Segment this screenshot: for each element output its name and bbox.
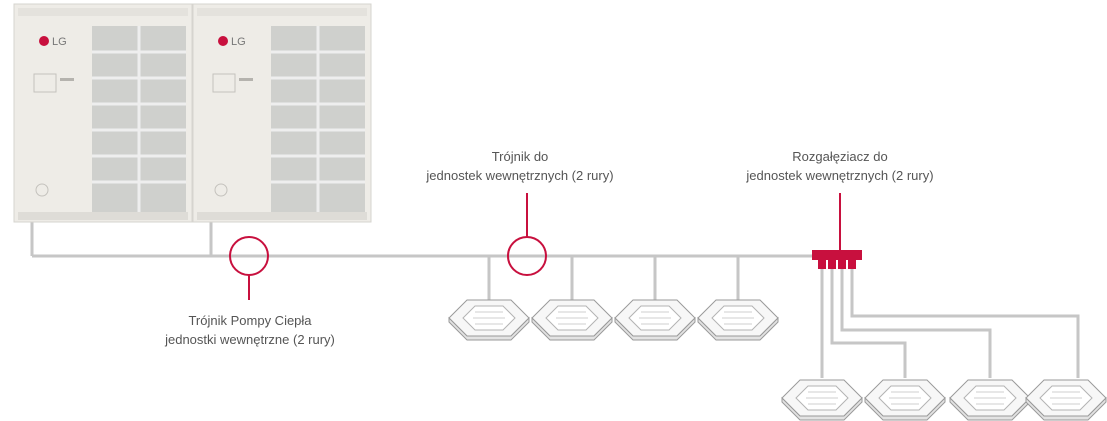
indoor-tee-label-line1: Trójnik do [491, 149, 549, 164]
brand-logo: LG [231, 36, 246, 48]
brand-logo: LG [52, 36, 67, 48]
indoor-tee-label: Trójnik do jednostek wewnętrznych (2 rur… [380, 147, 660, 185]
indoor-unit-icon [864, 379, 946, 421]
indoor-unit-icon [781, 379, 863, 421]
heat-pump-tee-label: Trójnik Pompy Ciepła jednostki wewnętrzn… [120, 311, 380, 349]
heat-pump-tee-label-line2: jednostki wewnętrzne (2 rury) [165, 332, 335, 347]
distributor-label-line1: Rozgałęziacz do [792, 149, 888, 164]
indoor-tee-label-line2: jednostek wewnętrznych (2 rury) [426, 168, 614, 183]
distributor-label: Rozgałęziacz do jednostek wewnętrznych (… [700, 147, 980, 185]
indoor-unit-icon [531, 299, 613, 341]
branch-distributor [812, 250, 862, 269]
outdoor-unit: LG [12, 2, 194, 224]
heat-pump-tee-label-line1: Trójnik Pompy Ciepła [188, 313, 312, 328]
dist-pipe-4 [850, 268, 1080, 378]
outdoor-unit: LG [191, 2, 373, 224]
indoor-unit-icon [697, 299, 779, 341]
indoor-unit-icon [949, 379, 1031, 421]
distributor-label-line2: jednostek wewnętrznych (2 rury) [746, 168, 934, 183]
indoor-unit-icon [614, 299, 696, 341]
dist-pipe-3 [840, 268, 992, 378]
dist-pipe-2 [830, 268, 907, 378]
indoor-unit-icon [448, 299, 530, 341]
indoor-unit-icon [1025, 379, 1107, 421]
